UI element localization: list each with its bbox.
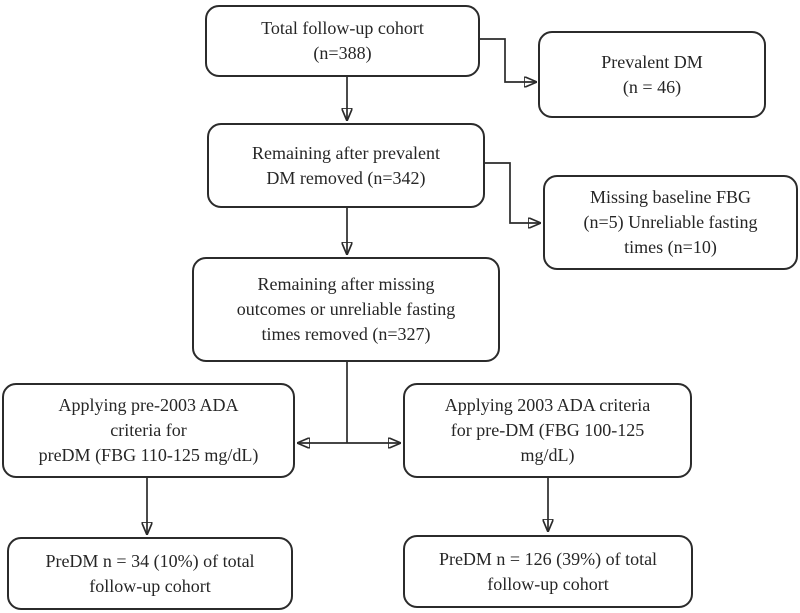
node-after-missing-removed: Remaining after missing outcomes or unre…: [192, 257, 500, 362]
node-predm-2003-result: PreDM n = 126 (39%) of total follow-up c…: [403, 535, 693, 608]
node-predm-pre2003-result: PreDM n = 34 (10%) of total follow-up co…: [7, 537, 293, 610]
node-missing-unreliable: Missing baseline FBG (n=5) Unreliable fa…: [543, 175, 798, 270]
arrow-afterprev-to-missing: [485, 162, 540, 223]
arrow-total-to-prevalent: [480, 38, 536, 82]
node-prevalent-dm: Prevalent DM (n = 46): [538, 31, 766, 118]
node-2003-criteria: Applying 2003 ADA criteria for pre-DM (F…: [403, 383, 692, 478]
node-total-cohort: Total follow-up cohort (n=388): [205, 5, 480, 77]
node-after-prevalent-removed: Remaining after prevalent DM removed (n=…: [207, 123, 485, 208]
node-pre2003-criteria: Applying pre-2003 ADA criteria for preDM…: [2, 383, 295, 478]
